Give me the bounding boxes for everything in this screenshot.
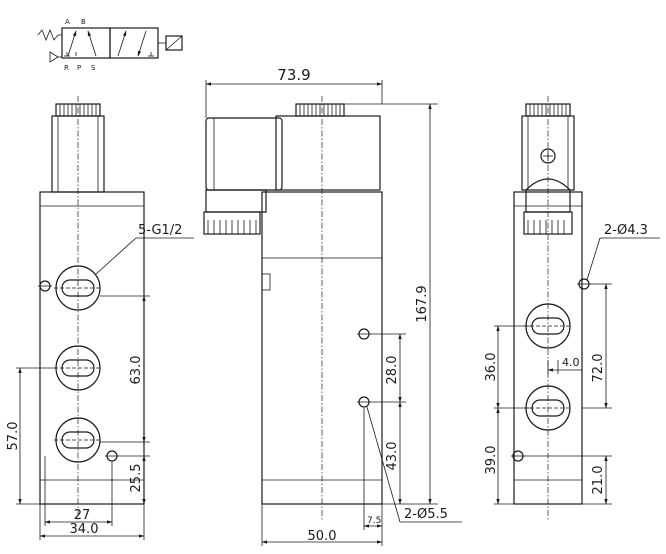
dim-bottom-offset: 25.5 (129, 464, 144, 493)
dim-right-bottom-offset: 21.0 (591, 466, 606, 495)
port-label-p: P (77, 64, 81, 72)
dim-mount-height: 43.0 (385, 442, 400, 471)
dim-hole-spacing: 27 (74, 508, 91, 523)
dim-overall-width: 73.9 (277, 66, 310, 84)
front-port-callout: 5-G1/2 (138, 223, 182, 238)
dim-overall-height: 167.9 (415, 285, 430, 322)
side-view: 73.9 167.9 28.0 43.0 50.0 7.5 2-Ø5.5 (203, 66, 462, 546)
connector-housing (205, 117, 283, 191)
dim-side-body-width: 50.0 (308, 529, 337, 544)
valve-symbol: A B R P S (37, 18, 183, 72)
port-label-s: S (91, 64, 96, 72)
dim-ports-span: 63.0 (129, 356, 144, 385)
dim-right-lower-height: 39.0 (484, 446, 499, 475)
spring-icon (37, 28, 59, 42)
side-hole-callout: 2-Ø5.5 (404, 507, 448, 522)
front-view: 5-G1/2 63.0 57.0 25.5 27 34.0 (6, 96, 194, 540)
dim-body-width: 34.0 (70, 522, 99, 537)
right-hole-callout: 2-Ø4.3 (604, 223, 648, 238)
dim-mount-spacing: 28.0 (385, 356, 400, 385)
port-label-b: B (81, 18, 86, 26)
side-coil-body (275, 115, 381, 191)
port-label-a: A (65, 18, 70, 26)
right-view: 2-Ø4.3 36.0 72.0 4.0 39.0 21.0 (484, 96, 660, 520)
dim-right-offset: 4.0 (562, 356, 580, 369)
solenoid-icon (165, 35, 183, 51)
pilot-triangle-icon (49, 51, 59, 63)
port-label-r: R (64, 64, 69, 72)
dim-edge-offset: 7.5 (367, 516, 381, 526)
port-upper (54, 265, 102, 311)
dim-right-port-span: 36.0 (484, 353, 499, 382)
dim-right-upper-height: 72.0 (591, 354, 606, 383)
port-lower (54, 417, 102, 463)
right-connector (525, 178, 571, 213)
dim-port-height: 57.0 (6, 422, 21, 451)
